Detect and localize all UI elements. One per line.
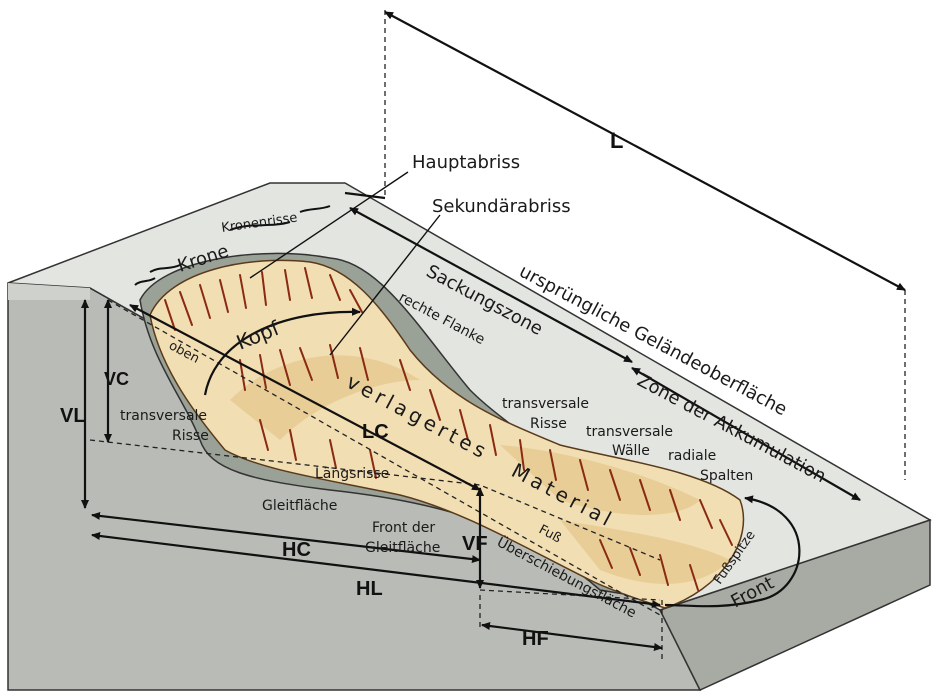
akkumulation-arrow (631, 367, 861, 501)
l-dimension-arrow (384, 11, 906, 291)
label-hl: HL (356, 578, 383, 600)
crown-crack-3 (134, 277, 156, 286)
sekundaerabriss-leader (329, 214, 441, 356)
front-arrow (664, 495, 801, 608)
label-front-der: Front der (372, 520, 435, 536)
crown-crack-1 (229, 221, 291, 231)
label-waelle: Wälle (612, 443, 650, 459)
hf-dimension-arrow (481, 622, 663, 651)
label-vc: VC (104, 369, 129, 389)
label-hc: HC (282, 539, 311, 561)
label-hf: HF (522, 628, 549, 650)
crown-crack-2 (149, 264, 181, 273)
label-transversale-left: transversale (120, 408, 207, 424)
label-spalten: Spalten (700, 468, 753, 484)
label-transversale-mid: transversale (502, 396, 589, 412)
sackungszone-arrow (349, 207, 633, 363)
crown-crack-4 (299, 205, 331, 213)
label-transversale-waelle: transversale (586, 424, 673, 440)
label-risse-mid: Risse (530, 416, 567, 432)
hauptabriss-leader (249, 171, 409, 279)
label-l: L (610, 128, 623, 153)
label-sekundaerabriss: Sekundärabriss (432, 196, 571, 217)
l-leader-left (344, 191, 386, 200)
label-radiale: radiale (668, 448, 716, 464)
label-lc: LC (362, 421, 389, 443)
label-vf: VF (462, 533, 488, 555)
hl-dimension-arrow (91, 532, 661, 608)
lc-dimension-arrow (129, 304, 481, 491)
label-risse-left: Risse (172, 428, 209, 444)
label-vl: VL (60, 405, 86, 427)
kopf-arrow (203, 307, 361, 396)
label-gleitflaeche: Gleitfläche (262, 498, 337, 514)
label-hauptabriss: Hauptabriss (412, 152, 520, 173)
block-left-edge (8, 283, 90, 300)
label-laengsrisse: Längsrisse (315, 466, 389, 482)
label-gleitflaeche2: Gleitfläche (365, 540, 440, 556)
